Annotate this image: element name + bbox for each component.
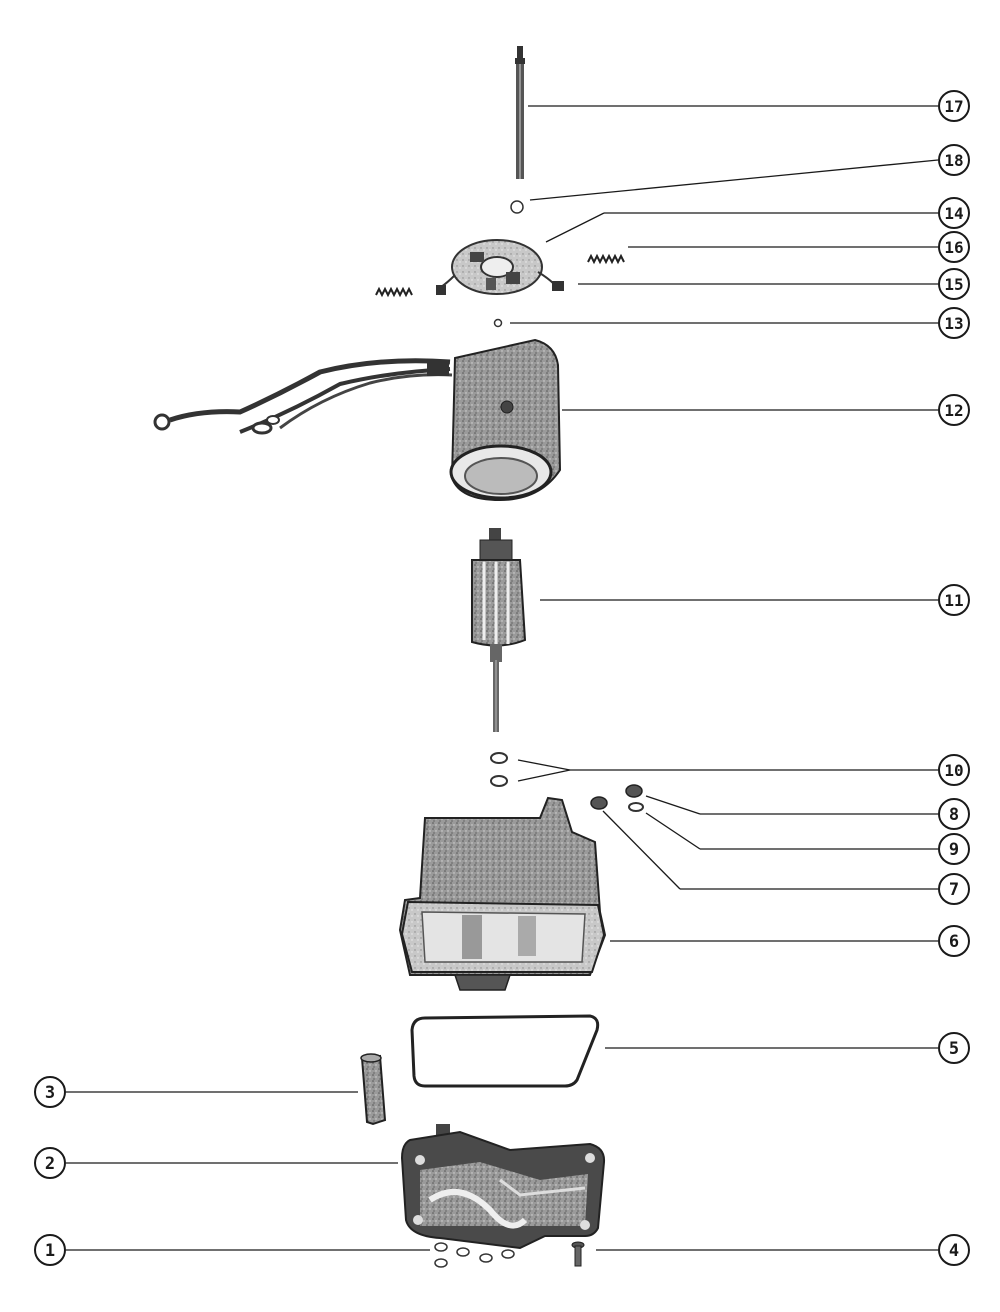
part-14-brush-plate bbox=[436, 239, 564, 295]
callout-number-5: 5 bbox=[949, 1039, 959, 1059]
leader-line-10-1 bbox=[517, 769, 571, 782]
callout-3: 3 bbox=[34, 1076, 66, 1108]
callout-4: 4 bbox=[938, 1234, 970, 1266]
callout-number-10: 10 bbox=[944, 761, 963, 780]
callout-circle-17 bbox=[938, 90, 970, 122]
leader-line-7 bbox=[602, 810, 681, 890]
callout-12: 12 bbox=[938, 394, 970, 426]
callout-circle-11 bbox=[938, 584, 970, 616]
part-6-housing bbox=[398, 796, 607, 991]
callout-circle-3 bbox=[34, 1076, 66, 1108]
callout-1: 1 bbox=[34, 1234, 66, 1266]
part-16-spring-left bbox=[375, 286, 413, 298]
part-18-washer bbox=[510, 200, 524, 214]
part-10-washers bbox=[490, 752, 508, 787]
callout-number-18: 18 bbox=[944, 151, 963, 170]
callout-circle-7 bbox=[938, 873, 970, 905]
callout-circle-8 bbox=[938, 798, 970, 830]
callout-number-11: 11 bbox=[944, 591, 963, 610]
callout-16: 16 bbox=[938, 231, 970, 263]
leader-line-10 bbox=[517, 759, 571, 771]
part-7-nut bbox=[590, 796, 608, 810]
callout-8: 8 bbox=[938, 798, 970, 830]
callout-6: 6 bbox=[938, 925, 970, 957]
part-13-washer bbox=[493, 318, 503, 328]
callout-17: 17 bbox=[938, 90, 970, 122]
callout-5: 5 bbox=[938, 1032, 970, 1064]
callout-circle-15 bbox=[938, 268, 970, 300]
callout-circle-4 bbox=[938, 1234, 970, 1266]
callout-circle-10 bbox=[938, 754, 970, 786]
callout-number-14: 14 bbox=[944, 204, 963, 223]
callout-11: 11 bbox=[938, 584, 970, 616]
callout-number-17: 17 bbox=[944, 97, 963, 116]
leader-lines bbox=[66, 105, 939, 1251]
part-12-motor-frame bbox=[153, 338, 562, 502]
callout-circle-14 bbox=[938, 197, 970, 229]
callout-number-2: 2 bbox=[45, 1154, 55, 1174]
callout-circle-9 bbox=[938, 833, 970, 865]
callout-7: 7 bbox=[938, 873, 970, 905]
callout-14: 14 bbox=[938, 197, 970, 229]
callout-circle-12 bbox=[938, 394, 970, 426]
callout-number-8: 8 bbox=[949, 805, 959, 825]
part-17-through-bolt bbox=[515, 46, 525, 179]
callout-number-1: 1 bbox=[45, 1241, 55, 1261]
callout-15: 15 bbox=[938, 268, 970, 300]
callout-circle-13 bbox=[938, 307, 970, 339]
part-9-lockwasher bbox=[628, 802, 644, 812]
leader-line-14 bbox=[545, 212, 605, 243]
callout-circle-5 bbox=[938, 1032, 970, 1064]
callout-number-16: 16 bbox=[944, 238, 963, 257]
callout-circle-1 bbox=[34, 1234, 66, 1266]
part-2-end-cover bbox=[400, 1124, 606, 1250]
callout-circle-6 bbox=[938, 925, 970, 957]
leader-line-9 bbox=[645, 812, 701, 850]
callout-circle-16 bbox=[938, 231, 970, 263]
callout-number-7: 7 bbox=[949, 880, 959, 900]
part-5-gasket bbox=[410, 1014, 600, 1088]
leader-line-18 bbox=[529, 159, 939, 201]
callout-number-15: 15 bbox=[944, 275, 963, 294]
callout-circle-2 bbox=[34, 1147, 66, 1179]
callout-number-9: 9 bbox=[949, 840, 959, 860]
callout-number-4: 4 bbox=[949, 1241, 959, 1261]
callout-18: 18 bbox=[938, 144, 970, 176]
part-4-screw bbox=[571, 1241, 585, 1267]
callout-number-3: 3 bbox=[45, 1083, 55, 1103]
leader-line-8 bbox=[645, 795, 701, 815]
callout-13: 13 bbox=[938, 307, 970, 339]
callout-10: 10 bbox=[938, 754, 970, 786]
part-3-sleeve bbox=[360, 1053, 387, 1126]
part-1-washers bbox=[434, 1242, 515, 1268]
callout-circle-18 bbox=[938, 144, 970, 176]
part-11-armature bbox=[471, 528, 527, 732]
callout-number-6: 6 bbox=[949, 932, 959, 952]
callout-2: 2 bbox=[34, 1147, 66, 1179]
callout-number-12: 12 bbox=[944, 401, 963, 420]
callout-number-13: 13 bbox=[944, 314, 963, 333]
callout-9: 9 bbox=[938, 833, 970, 865]
part-16-spring bbox=[587, 253, 625, 265]
part-8-nut bbox=[625, 784, 643, 798]
